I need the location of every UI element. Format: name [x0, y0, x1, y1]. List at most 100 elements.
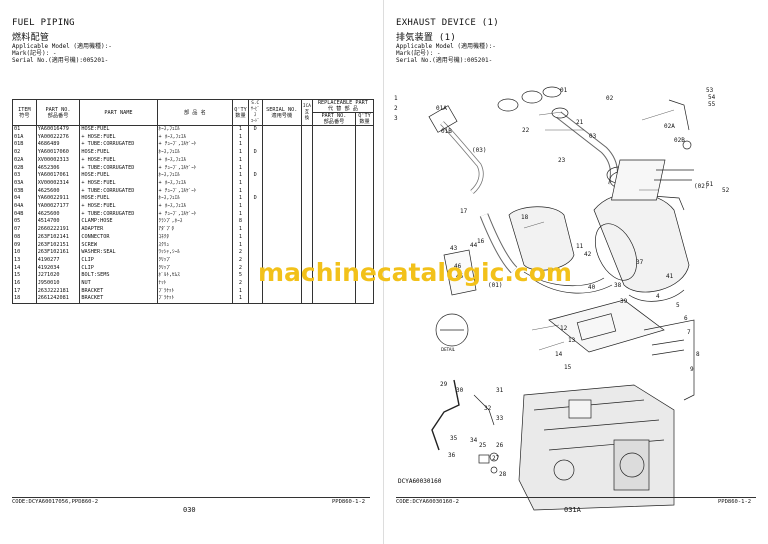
- service-code-cell: [247, 233, 263, 242]
- service-code-cell: [247, 218, 263, 227]
- service-code-cell: D: [247, 172, 263, 180]
- part-no-cell: 2661242081: [35, 295, 81, 305]
- qty-cell: 1: [232, 125, 249, 134]
- part-name-cell: BRACKET: [79, 295, 158, 305]
- repl-qty-cell: [355, 256, 374, 265]
- item-cell: 07: [12, 226, 37, 234]
- callout-label: 14: [555, 351, 563, 358]
- repl-part-no-cell: [311, 210, 357, 219]
- part-no-cell: 4686489: [35, 141, 81, 150]
- mark: Mark(記号): -: [396, 50, 441, 57]
- part-no-cell: YA60017061: [35, 172, 81, 180]
- repl-part-no-cell: [311, 149, 357, 157]
- bracket-drawing: [443, 249, 477, 296]
- part-no-cell: 263F102151: [35, 241, 81, 250]
- repl-qty-cell: [355, 187, 374, 196]
- repl-qty-cell: [355, 164, 374, 173]
- jp-name-cell: ﾎｰｽ,ﾌｪｴﾙ: [156, 195, 234, 204]
- callout-label: 01: [560, 87, 568, 94]
- item-cell: 09: [12, 241, 37, 250]
- callout-label: 29: [440, 381, 448, 388]
- qty-cell: 1: [232, 187, 249, 196]
- callout-label: 22: [522, 127, 530, 134]
- serial-no-cell: [261, 272, 302, 281]
- repl-qty-cell: [355, 156, 374, 165]
- jp-name-cell: + ﾎｰｽ,ﾌｪｴﾙ: [156, 156, 234, 165]
- ica-cell: [300, 179, 313, 188]
- frame-bracket-drawing: [643, 319, 695, 401]
- part-name-cell: BRACKET: [79, 287, 158, 296]
- callout-label: 16: [477, 238, 485, 245]
- item-cell: 04A: [12, 203, 37, 211]
- serial-no-cell: [261, 156, 302, 165]
- jp-name-cell: ﾎﾞﾙﾄ,ｾﾑｽ: [156, 272, 234, 281]
- ica-cell: [300, 218, 313, 227]
- part-no-cell: 4625600: [35, 210, 81, 219]
- part-name-cell: NUT: [79, 280, 158, 288]
- part-no-cell: 2660222191: [35, 226, 81, 234]
- part-no-cell: YA60017060: [35, 149, 81, 157]
- ica-cell: [300, 195, 313, 204]
- part-name-cell: + TUBE:CORRUGATED: [79, 141, 158, 150]
- part-name-cell: CONNECTOR: [79, 233, 158, 242]
- qty-cell: 2: [232, 256, 249, 265]
- item-cell: 15: [12, 272, 37, 281]
- service-code-cell: [247, 295, 263, 305]
- repl-qty-cell: [355, 233, 374, 242]
- callout-label: 01A: [436, 105, 447, 112]
- service-code-cell: D: [247, 195, 263, 204]
- header-replaceable: REPLACEABLE PART 代 替 部 品: [311, 99, 375, 113]
- repl-qty-cell: [355, 280, 374, 288]
- qty-cell: 2: [232, 280, 249, 288]
- watermark: machinecatalogic.com: [258, 258, 572, 287]
- part-no-cell: YA00022276: [35, 133, 81, 142]
- page-number: 030: [183, 506, 196, 514]
- part-no-cell: 263F102161: [35, 249, 81, 257]
- repl-part-no-cell: [311, 295, 357, 305]
- callout-label: 03: [589, 133, 597, 140]
- ica-cell: [300, 156, 313, 165]
- serial-no-cell: [261, 264, 302, 273]
- part-no-cell: J271020: [35, 272, 81, 281]
- footer-code: CODE:DCYA60017056,PPD860-2: [12, 499, 99, 505]
- callout-label: 26: [496, 442, 504, 449]
- qty-cell: 1: [232, 233, 249, 242]
- mark: Mark(記号): -: [12, 50, 57, 57]
- repl-part-no-cell: [311, 226, 357, 234]
- ica-cell: [300, 241, 313, 250]
- item-cell: 08: [12, 233, 37, 242]
- serial-no-cell: [261, 125, 302, 134]
- qty-cell: 1: [232, 295, 249, 305]
- jp-name-cell: ﾎｰｽ,ﾌｪｴﾙ: [156, 149, 234, 157]
- item-cell: 04: [12, 195, 37, 204]
- repl-qty-cell: [355, 133, 374, 142]
- jp-name-cell: ｸﾘｯﾌﾟ: [156, 264, 234, 273]
- part-name-cell: + HOSE:FUEL: [79, 203, 158, 211]
- callout-label: 39: [620, 298, 628, 305]
- fastener-drawing: [489, 452, 499, 462]
- repl-qty-cell: [355, 179, 374, 188]
- jp-name-cell: + ﾁｭｰﾌﾞ,ｺﾙｹﾞｰﾄ: [156, 210, 234, 219]
- repl-part-no-cell: [311, 241, 357, 250]
- repl-qty-cell: [355, 203, 374, 211]
- repl-part-no-cell: [311, 218, 357, 227]
- part-name-cell: SCREW: [79, 241, 158, 250]
- header-service-code: S.C ｻｰﾋﾞｽ ｺｰﾄﾞ: [247, 99, 263, 126]
- ica-cell: [300, 149, 313, 157]
- serial-range: Serial No.(適用号機):005201-: [12, 57, 109, 64]
- part-name-cell: + TUBE:CORRUGATED: [79, 164, 158, 173]
- item-cell: 03B: [12, 187, 37, 196]
- parts-table: ITEM 符号 PART NO. 部品番号 PART NAME 部 品 名 Q'…: [12, 99, 375, 305]
- callout-label: 36: [448, 452, 456, 459]
- repl-part-no-cell: [311, 156, 357, 165]
- callout-label: 8: [696, 351, 700, 358]
- callout-label: (02): [694, 183, 708, 190]
- callout-label: 5: [676, 302, 680, 309]
- part-name-cell: + TUBE:CORRUGATED: [79, 187, 158, 196]
